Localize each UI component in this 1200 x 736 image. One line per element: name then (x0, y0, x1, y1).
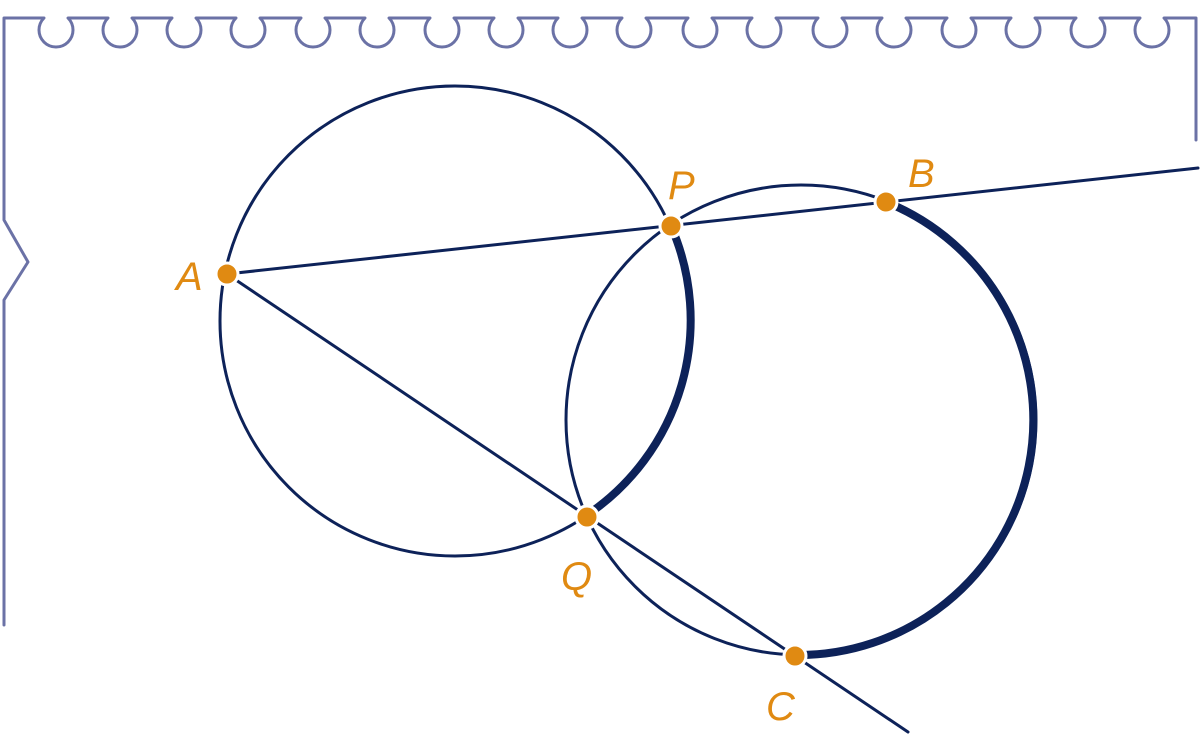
point-a-dot (214, 261, 240, 287)
point-b-dot (873, 189, 899, 215)
point-p-label: P (668, 164, 695, 208)
point-q-dot (574, 504, 600, 530)
point-c-dot (782, 643, 808, 669)
point-c-label: C (766, 685, 796, 729)
point-p-dot (658, 213, 684, 239)
point-a-label: A (174, 255, 203, 299)
arc-b-c (794, 198, 1038, 660)
point-c: C (766, 643, 808, 729)
point-b: B (873, 152, 935, 215)
point-p: P (658, 164, 695, 239)
arc-p-q (584, 224, 695, 519)
point-b-label: B (908, 152, 935, 196)
notebook-paper-edge (2, 16, 1198, 627)
line-a-b (225, 166, 1200, 276)
point-q-label: Q (561, 555, 592, 599)
point-a: A (174, 255, 240, 299)
point-q: Q (561, 504, 600, 599)
line-a-c (225, 272, 910, 734)
